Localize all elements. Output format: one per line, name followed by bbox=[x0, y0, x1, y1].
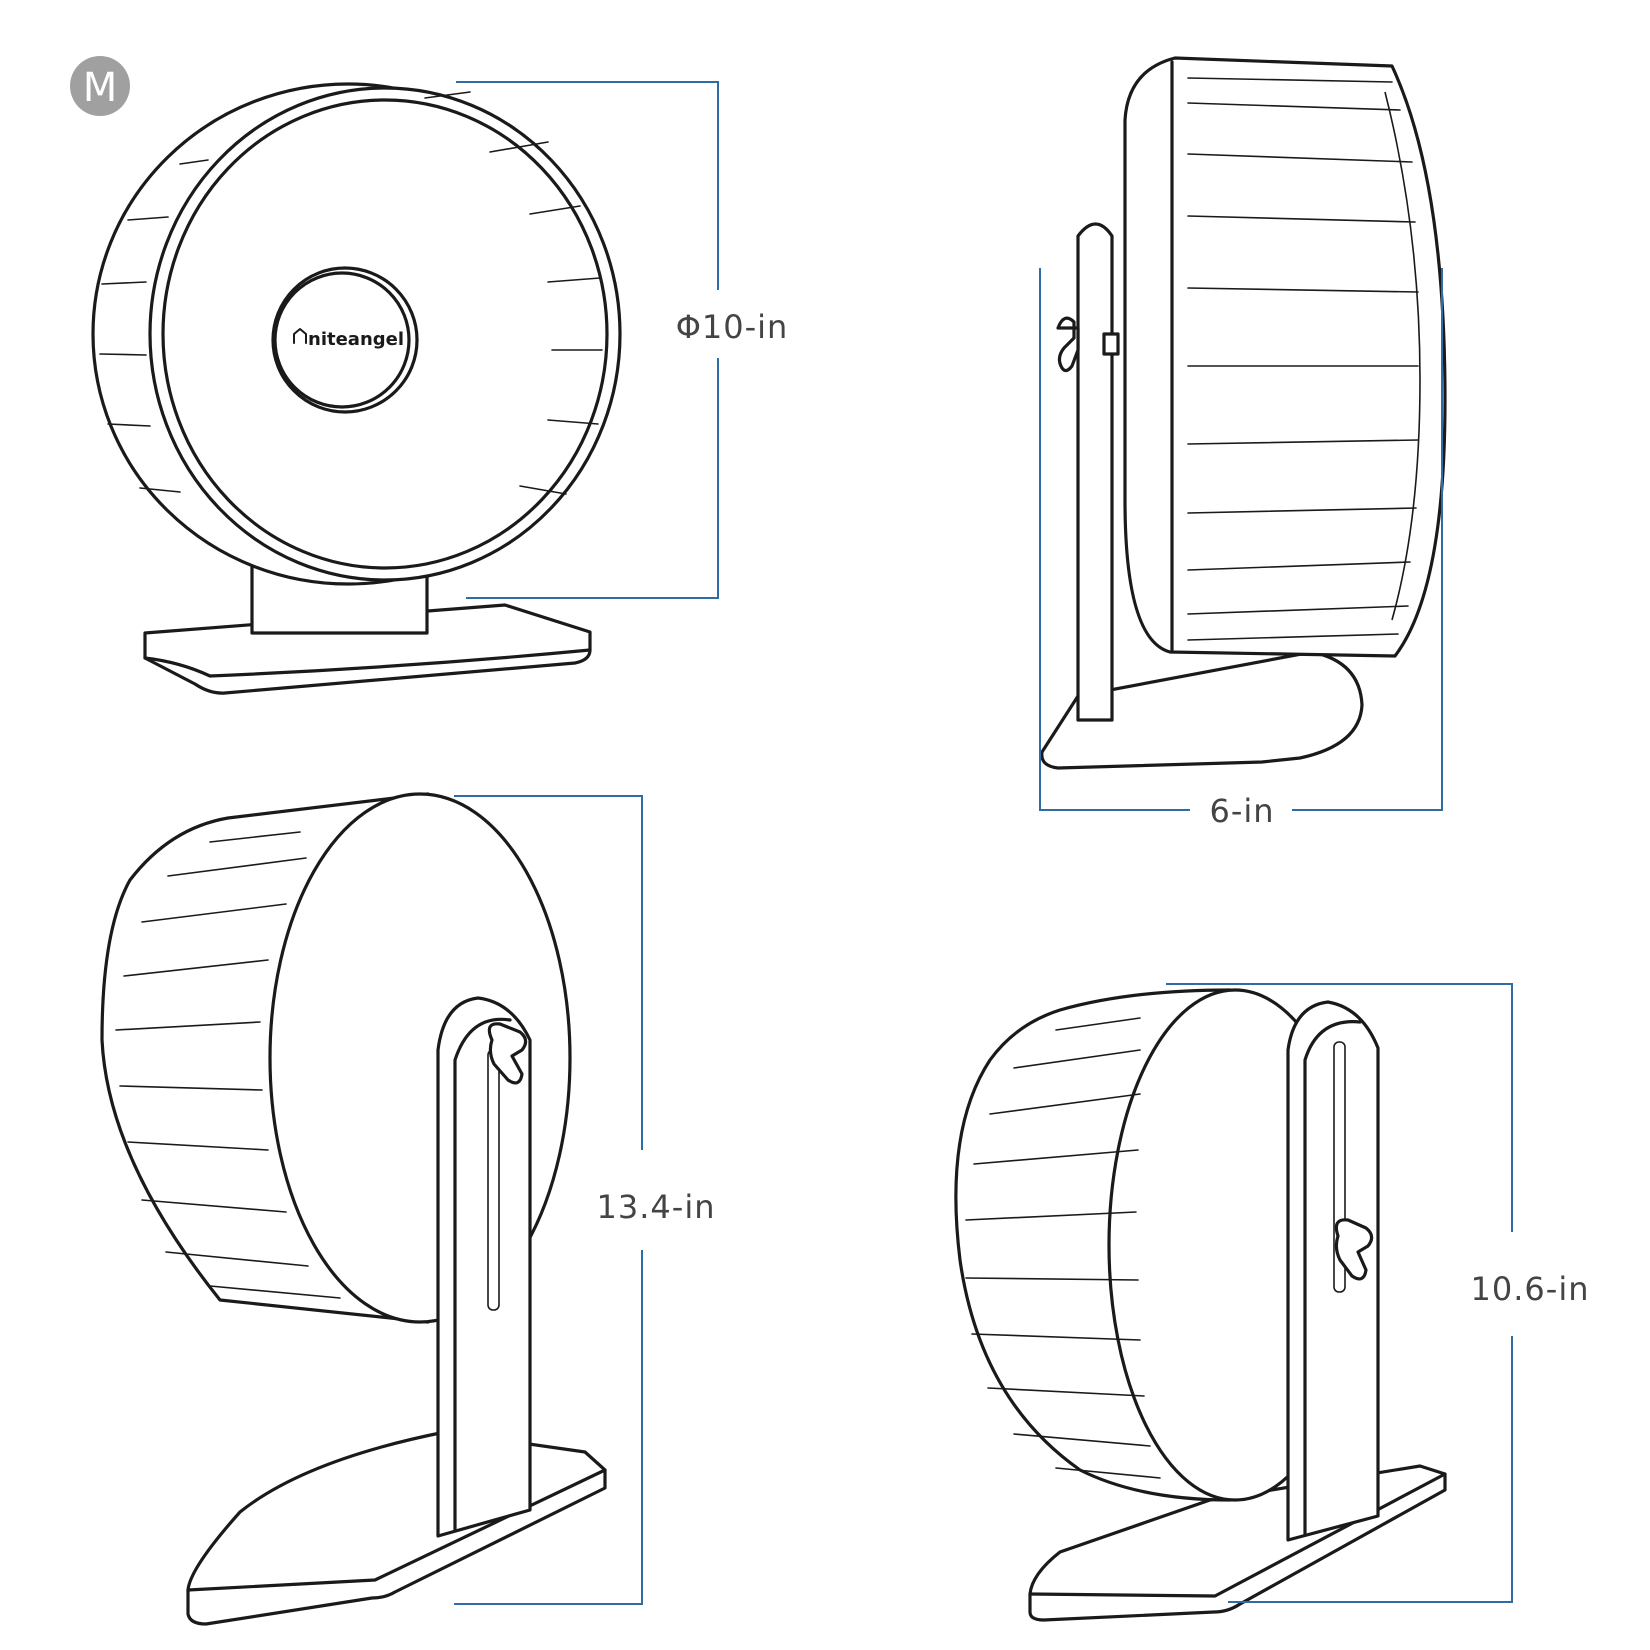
wing-nut-icon bbox=[1056, 316, 1080, 373]
perspective-view-tall bbox=[100, 792, 607, 1626]
diameter-label: Φ10-in bbox=[676, 308, 789, 346]
house-icon bbox=[293, 328, 307, 344]
front-view: niteangel bbox=[91, 82, 622, 695]
side-view bbox=[1040, 56, 1447, 770]
height-dimension: 13.4-in bbox=[454, 795, 716, 1605]
depth-label: 6-in bbox=[1209, 792, 1274, 830]
brand-name: niteangel bbox=[308, 329, 404, 350]
height-adjusted-dimension: 10.6-in bbox=[1166, 983, 1590, 1603]
wing-nut-icon bbox=[1334, 1218, 1374, 1281]
size-badge: M bbox=[70, 56, 130, 116]
depth-dimension: 6-in bbox=[1039, 268, 1443, 830]
diameter-dimension: Φ10-in bbox=[456, 81, 789, 599]
height-label: 13.4-in bbox=[597, 1188, 716, 1226]
size-badge-label: M bbox=[83, 65, 118, 111]
brand-logo: niteangel bbox=[293, 328, 404, 350]
wing-nut-icon bbox=[487, 1022, 528, 1085]
perspective-view-low bbox=[954, 988, 1447, 1622]
height-adjusted-label: 10.6-in bbox=[1471, 1270, 1590, 1308]
